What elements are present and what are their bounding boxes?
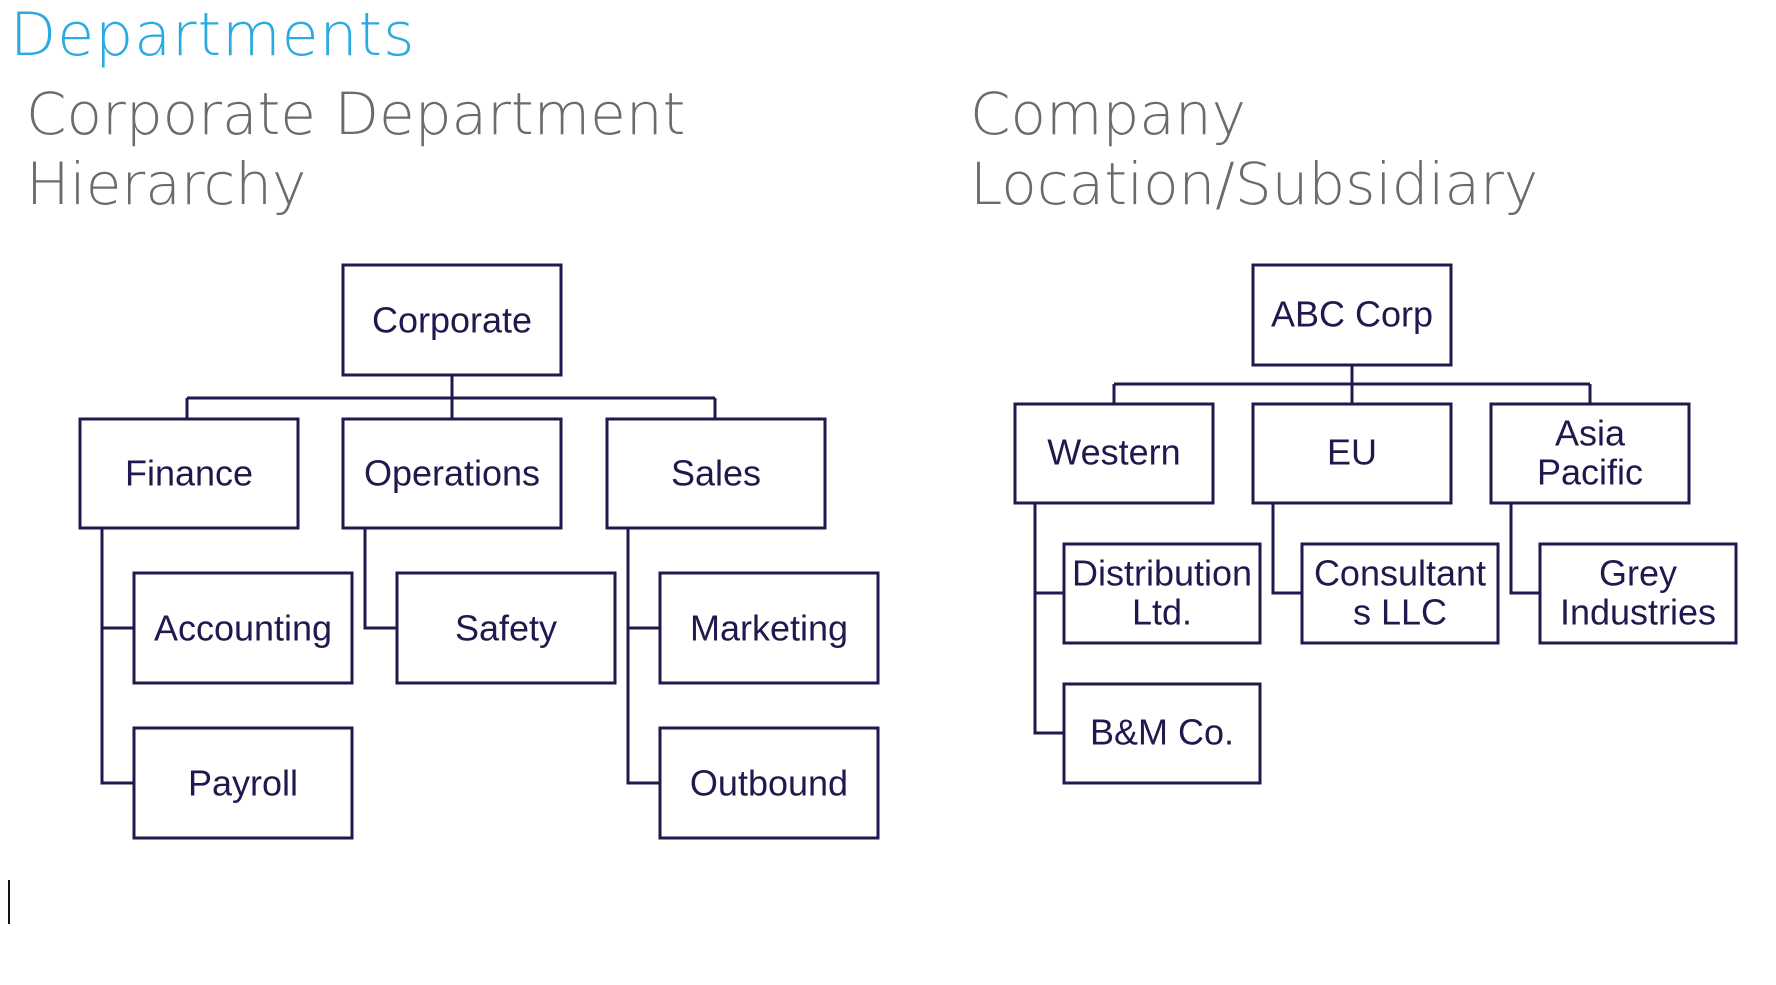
node-distribution-ltd: Distribution Ltd. bbox=[1062, 542, 1262, 645]
right-tree-connectors bbox=[1033, 365, 1592, 735]
node-marketing: Marketing bbox=[658, 571, 880, 685]
node-corporate: Corporate bbox=[341, 263, 563, 377]
location-subsidiary-heading: Company Location/Subsidiary bbox=[970, 80, 1539, 218]
svg-text:Ltd.: Ltd. bbox=[1132, 592, 1192, 633]
svg-text:Accounting: Accounting bbox=[154, 608, 332, 649]
page-title: Departments bbox=[10, 0, 416, 70]
node-finance: Finance bbox=[78, 417, 300, 530]
svg-text:Operations: Operations bbox=[364, 453, 540, 494]
svg-text:Corporate: Corporate bbox=[372, 300, 532, 341]
text-cursor bbox=[8, 880, 10, 924]
svg-text:s LLC: s LLC bbox=[1353, 592, 1447, 633]
svg-text:Asia: Asia bbox=[1555, 413, 1626, 454]
svg-text:Safety: Safety bbox=[455, 608, 557, 649]
svg-text:Sales: Sales bbox=[671, 453, 761, 494]
node-operations: Operations bbox=[341, 417, 563, 530]
node-accounting: Accounting bbox=[132, 571, 354, 685]
corporate-hierarchy-heading: Corporate Department Hierarchy bbox=[26, 80, 686, 218]
node-eu: EU bbox=[1251, 402, 1453, 505]
node-asia-pacific: Asia Pacific bbox=[1489, 402, 1691, 505]
svg-text:Western: Western bbox=[1047, 432, 1180, 473]
svg-text:Payroll: Payroll bbox=[188, 763, 298, 804]
svg-text:EU: EU bbox=[1327, 432, 1377, 473]
node-consultants-llc: Consultant s LLC bbox=[1300, 542, 1500, 645]
node-payroll: Payroll bbox=[132, 726, 354, 840]
svg-text:Outbound: Outbound bbox=[690, 763, 848, 804]
node-safety: Safety bbox=[395, 571, 617, 685]
node-abc-corp: ABC Corp bbox=[1251, 263, 1453, 367]
svg-text:Industries: Industries bbox=[1560, 592, 1716, 633]
svg-text:Marketing: Marketing bbox=[690, 608, 848, 649]
node-western: Western bbox=[1013, 402, 1215, 505]
svg-text:Distribution: Distribution bbox=[1072, 553, 1252, 594]
node-sales: Sales bbox=[605, 417, 827, 530]
svg-text:ABC Corp: ABC Corp bbox=[1271, 294, 1433, 335]
node-outbound: Outbound bbox=[658, 726, 880, 840]
node-grey-industries: Grey Industries bbox=[1538, 542, 1738, 645]
svg-text:Grey: Grey bbox=[1599, 553, 1677, 594]
left-tree-connectors bbox=[100, 375, 717, 785]
svg-text:Consultant: Consultant bbox=[1314, 553, 1486, 594]
node-bm-co: B&M Co. bbox=[1062, 682, 1262, 785]
svg-text:B&M Co.: B&M Co. bbox=[1090, 712, 1234, 753]
svg-text:Pacific: Pacific bbox=[1537, 452, 1643, 493]
svg-text:Finance: Finance bbox=[125, 453, 253, 494]
